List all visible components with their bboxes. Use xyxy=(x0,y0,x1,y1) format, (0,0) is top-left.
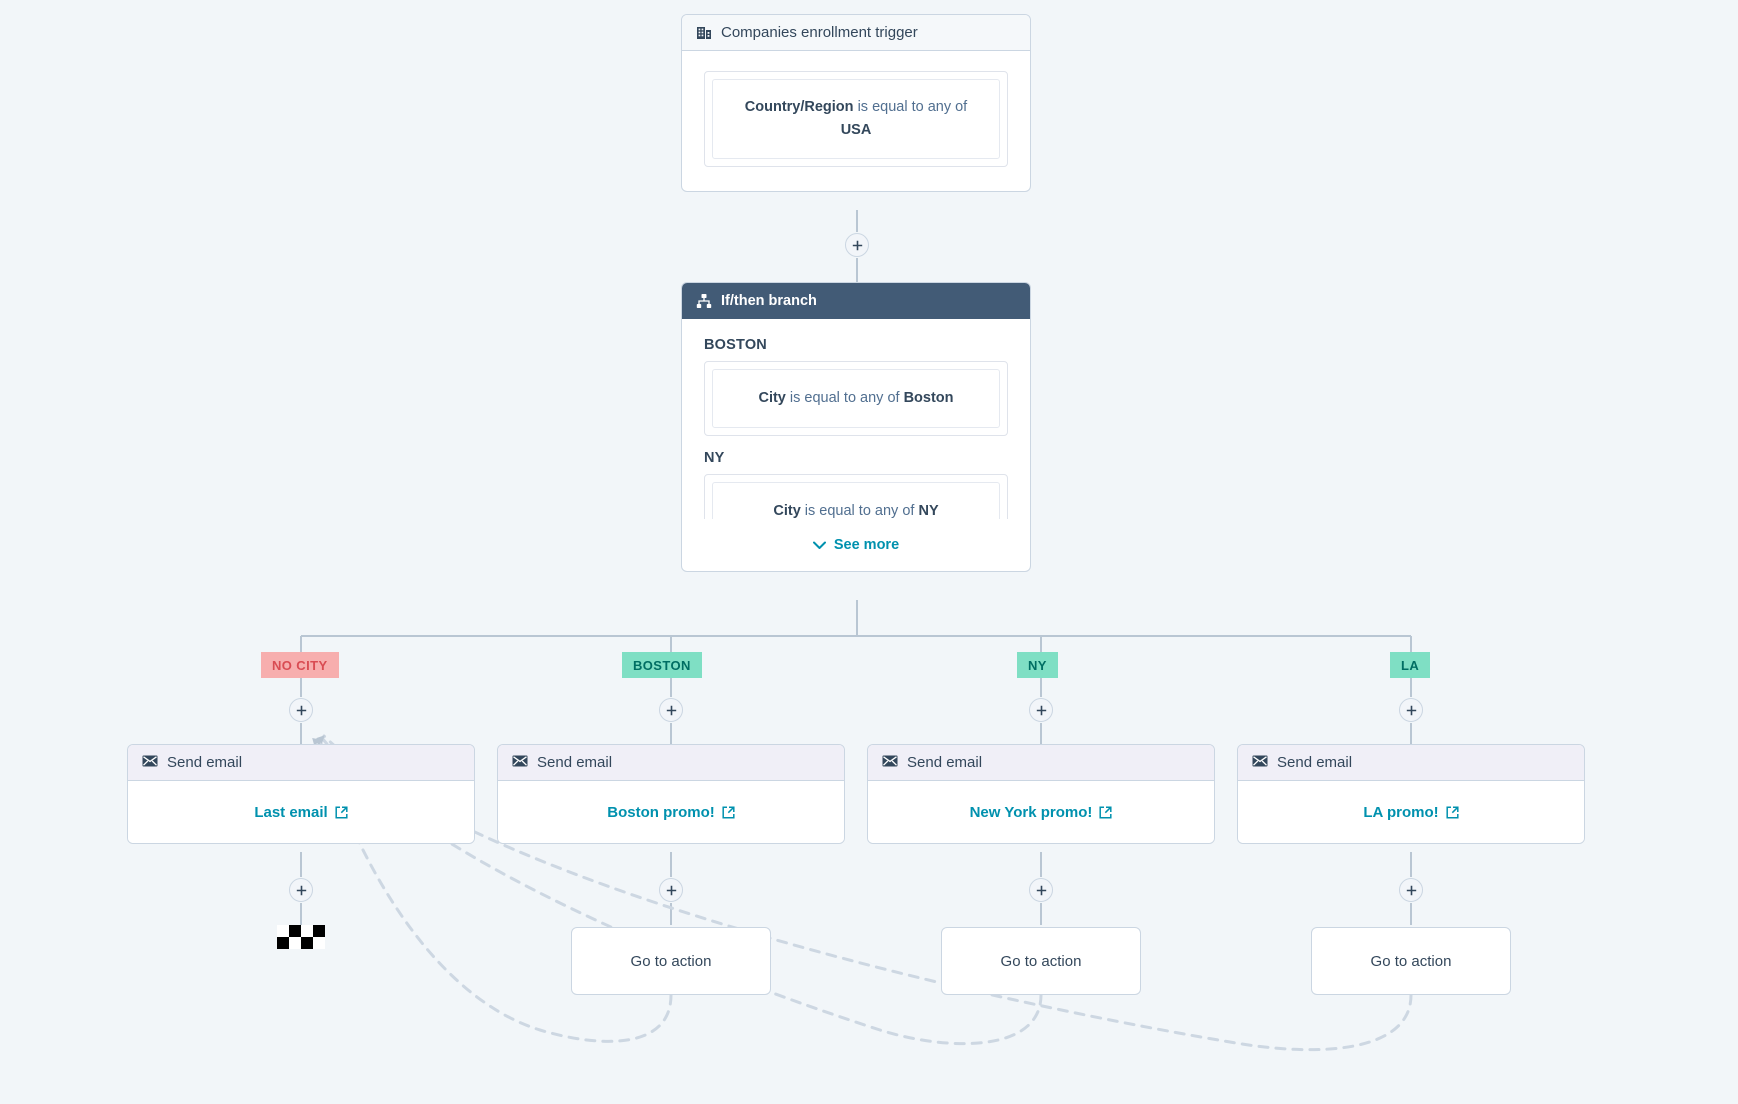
trigger-title: Companies enrollment trigger xyxy=(721,24,918,41)
trigger-filter-operator: is equal to any of xyxy=(857,99,968,115)
branch-label-ny: NY xyxy=(704,450,725,467)
go-to-action-label: Go to action xyxy=(1370,952,1452,970)
add-step-button-after-boston-promo[interactable] xyxy=(659,878,683,902)
add-step-button-after-last-email[interactable] xyxy=(289,878,313,902)
go-to-action-card-boston[interactable]: Go to action xyxy=(571,927,771,995)
add-step-button-boston[interactable] xyxy=(659,698,683,722)
branch-filter-property: City xyxy=(773,503,801,519)
branch-badge-boston[interactable]: BOSTON xyxy=(622,652,702,678)
send-email-body: Last email xyxy=(128,781,474,843)
branch-filter-boston: City is equal to any of Boston xyxy=(712,369,1000,429)
envelope-icon xyxy=(882,755,898,771)
branch-badge-label: LA xyxy=(1401,657,1420,673)
external-link-icon xyxy=(1099,805,1112,819)
branch-filter-group-boston[interactable]: City is equal to any of Boston xyxy=(704,361,1008,437)
go-to-action-label: Go to action xyxy=(630,952,712,970)
send-email-title: Send email xyxy=(907,754,983,771)
email-link-la-promo[interactable]: LA promo! xyxy=(1363,803,1459,821)
plus-icon xyxy=(296,885,306,895)
checkered-flag-icon xyxy=(277,925,325,949)
send-email-body: New York promo! xyxy=(868,781,1214,843)
send-email-header: Send email xyxy=(1238,745,1584,781)
branch-badge-ny[interactable]: NY xyxy=(1017,652,1058,678)
add-step-button-after-new-york-promo[interactable] xyxy=(1029,878,1053,902)
add-step-button-ny[interactable] xyxy=(1029,698,1053,722)
trigger-filter: Country/Region is equal to any of USA xyxy=(712,79,1000,160)
branch-filter-property: City xyxy=(758,390,786,406)
send-email-card-boston-promo[interactable]: Send email Boston promo! xyxy=(497,744,845,844)
enrollment-trigger-node[interactable]: Companies enrollment trigger Country/Reg… xyxy=(681,14,1031,193)
see-more-button[interactable]: See more xyxy=(682,519,1030,571)
envelope-icon xyxy=(512,755,528,771)
branch-badge-label: NO CITY xyxy=(272,657,328,673)
send-email-header: Send email xyxy=(868,745,1214,781)
email-link-label: Boston promo! xyxy=(607,803,715,821)
branch-filter-value: NY xyxy=(918,503,939,519)
email-link-new-york-promo[interactable]: New York promo! xyxy=(970,804,1113,821)
branch-label-boston: BOSTON xyxy=(704,337,767,353)
trigger-header: Companies enrollment trigger xyxy=(682,15,1030,51)
plus-icon xyxy=(1036,885,1046,895)
plus-icon xyxy=(666,885,676,895)
branch-filter-operator: is equal to any of xyxy=(804,503,915,519)
see-more-label: See more xyxy=(833,537,900,553)
send-email-title: Send email xyxy=(537,754,613,771)
add-step-button-la[interactable] xyxy=(1399,698,1423,722)
send-email-card-la-promo[interactable]: Send email LA promo! xyxy=(1237,744,1585,844)
email-link-boston-promo[interactable]: Boston promo! xyxy=(607,803,735,821)
branch-badge-label: BOSTON xyxy=(633,657,691,673)
sitemap-branch-icon xyxy=(696,293,712,309)
send-email-header: Send email xyxy=(128,745,474,781)
email-link-label: New York promo! xyxy=(969,803,1093,821)
plus-icon xyxy=(296,705,306,715)
send-email-header: Send email xyxy=(498,745,844,781)
branch-badge-no-city[interactable]: NO CITY xyxy=(261,652,339,678)
external-link-icon xyxy=(335,805,348,819)
plus-icon xyxy=(1036,705,1046,715)
trigger-body: Country/Region is equal to any of USA xyxy=(682,51,1030,191)
branch-list: BOSTON City is equal to any of Boston NY… xyxy=(682,319,1030,519)
email-link-last-email[interactable]: Last email xyxy=(254,803,348,821)
trigger-filter-group[interactable]: Country/Region is equal to any of USA xyxy=(704,71,1008,168)
chevron-down-icon xyxy=(812,541,826,550)
add-step-button-no-city[interactable] xyxy=(289,698,313,722)
trigger-filter-value: USA xyxy=(840,122,872,139)
send-email-title: Send email xyxy=(167,754,243,771)
email-link-label: Last email xyxy=(254,803,328,821)
send-email-title: Send email xyxy=(1277,754,1353,771)
branch-filter-value: Boston xyxy=(903,390,954,406)
branch-filter-operator: is equal to any of xyxy=(789,390,900,406)
branch-filter-group-ny[interactable]: City is equal to any of NY xyxy=(704,474,1008,519)
plus-icon xyxy=(1406,885,1416,895)
go-to-action-card-la[interactable]: Go to action xyxy=(1311,927,1511,995)
branch-badge-label: NY xyxy=(1028,657,1047,673)
send-email-card-last-email[interactable]: Send email Last email xyxy=(127,744,475,844)
if-then-branch-node[interactable]: If/then branch BOSTON City is equal to a… xyxy=(681,282,1031,572)
go-to-action-card-ny[interactable]: Go to action xyxy=(941,927,1141,995)
company-building-icon xyxy=(696,25,712,41)
envelope-icon xyxy=(1252,755,1268,771)
go-to-action-label: Go to action xyxy=(1000,952,1082,970)
branch-title: If/then branch xyxy=(721,293,817,309)
send-email-card-new-york-promo[interactable]: Send email New York promo! xyxy=(867,744,1215,844)
branch-filter-ny: City is equal to any of NY xyxy=(712,482,1000,519)
plus-icon xyxy=(666,705,676,715)
branch-badge-la[interactable]: LA xyxy=(1390,652,1431,678)
plus-icon xyxy=(852,240,862,250)
external-link-icon xyxy=(1446,805,1459,819)
email-link-label: LA promo! xyxy=(1363,803,1439,821)
add-step-button-after-la-promo[interactable] xyxy=(1399,878,1423,902)
trigger-filter-property: Country/Region xyxy=(744,99,854,115)
send-email-body: LA promo! xyxy=(1238,781,1584,843)
send-email-body: Boston promo! xyxy=(498,781,844,843)
add-step-button-trigger[interactable] xyxy=(845,233,869,257)
branch-header: If/then branch xyxy=(682,283,1030,319)
plus-icon xyxy=(1406,705,1416,715)
envelope-icon xyxy=(142,755,158,771)
external-link-icon xyxy=(722,805,735,819)
